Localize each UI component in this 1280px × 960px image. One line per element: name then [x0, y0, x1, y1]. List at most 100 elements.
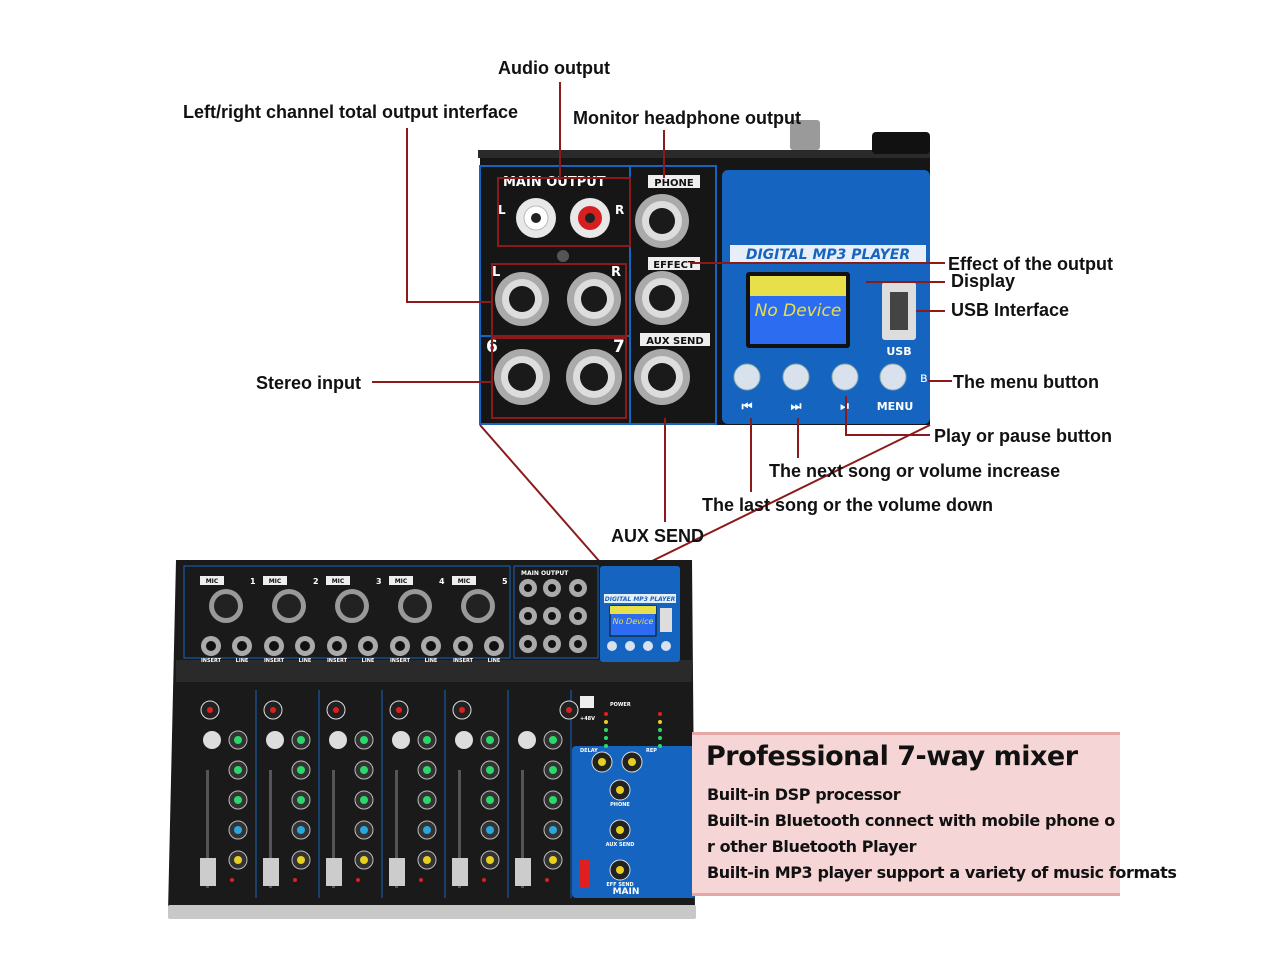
aux-send-panel-label: AUX SEND	[646, 336, 703, 347]
eq-knob-cap	[234, 826, 242, 834]
top-jack-icon	[790, 120, 820, 150]
callout-title: Professional 7-way mixer	[706, 741, 1078, 772]
eq-knob-cap	[549, 736, 557, 744]
xlr-jack-icon	[277, 594, 301, 618]
mp3-small-button[interactable]	[607, 641, 617, 651]
menu-button[interactable]	[879, 363, 907, 391]
output-jack-icon	[548, 640, 556, 648]
output-jack-icon	[548, 612, 556, 620]
level-led	[658, 728, 662, 732]
mixer-eff-send-label: EFF SEND	[606, 882, 633, 888]
feature-item: Built-in DSP processor	[707, 785, 901, 804]
output-jack-icon	[524, 612, 532, 620]
mixer-aux-send-label: AUX SEND	[606, 842, 635, 848]
eq-knob-cap	[360, 736, 368, 744]
rca-left-label: L	[498, 203, 506, 217]
line-label: LINE	[425, 658, 438, 664]
output-jack-icon	[574, 612, 582, 620]
mic-tag	[263, 576, 287, 585]
main-fader[interactable]	[580, 860, 590, 888]
xlr-jack-icon	[403, 594, 427, 618]
mic-tag	[389, 576, 413, 585]
peak-led	[545, 878, 549, 882]
xlr-jack-icon	[340, 594, 364, 618]
pan-knob[interactable]	[266, 731, 284, 749]
gain-knob-cap	[207, 707, 213, 713]
eq-knob-cap	[297, 826, 305, 834]
line-label: LINE	[299, 658, 312, 664]
channel-fader[interactable]	[200, 858, 216, 886]
output-jack-icon	[524, 640, 532, 648]
zoom-line-left	[479, 424, 601, 563]
line-jack-icon	[300, 641, 310, 651]
play-pause-button[interactable]	[831, 363, 859, 391]
play-pause-line	[845, 396, 930, 436]
peak-led	[230, 878, 234, 882]
insert-label: INSERT	[453, 658, 474, 664]
channel-fader[interactable]	[326, 858, 342, 886]
output-jack-icon	[524, 584, 532, 592]
insert-label: INSERT	[390, 658, 411, 664]
phantom-button[interactable]	[580, 696, 594, 708]
level-led	[604, 712, 608, 716]
mic-tag	[200, 576, 224, 585]
output-jack-icon	[574, 640, 582, 648]
output-jack-icon	[574, 584, 582, 592]
eq-knob-cap	[360, 796, 368, 804]
output-right-jack-icon	[567, 272, 621, 326]
pan-knob[interactable]	[518, 731, 536, 749]
pan-knob[interactable]	[455, 731, 473, 749]
eq-knob-cap	[549, 766, 557, 774]
aux-send-jack-icon	[634, 349, 690, 405]
stereo-input-box	[491, 337, 627, 419]
peak-led	[356, 878, 360, 882]
eq-knob-cap	[486, 856, 494, 864]
channel-fader[interactable]	[452, 858, 468, 886]
channel-fader[interactable]	[263, 858, 279, 886]
fader-track	[458, 770, 461, 888]
pan-knob[interactable]	[203, 731, 221, 749]
gain-knob-cap	[396, 707, 402, 713]
mixer-rep-label: REP	[646, 748, 657, 754]
eq-knob-cap	[486, 826, 494, 834]
zoom-line-right	[649, 424, 931, 563]
level-led	[658, 744, 662, 748]
insert-jack-icon	[458, 641, 468, 651]
bluetooth-icon: ʙ	[920, 371, 928, 386]
next-icon: ⏭	[791, 399, 802, 413]
output-jack-icon	[548, 584, 556, 592]
xlr-jack-icon	[214, 594, 238, 618]
label-monitor-headphone: Monitor headphone output	[573, 108, 801, 128]
power-label: POWER	[610, 702, 631, 708]
channel-fader[interactable]	[515, 858, 531, 886]
phone-jack-icon	[635, 194, 689, 248]
level-led	[604, 736, 608, 740]
mp3-small-button[interactable]	[625, 641, 635, 651]
pan-knob[interactable]	[329, 731, 347, 749]
channel-7-label: 7	[613, 337, 625, 357]
xlr-jack-icon	[466, 594, 490, 618]
feature-item: Built-in Bluetooth connect with mobile p…	[707, 811, 1115, 830]
previous-button[interactable]	[733, 363, 761, 391]
eq-knob-cap	[234, 856, 242, 864]
screw-icon	[557, 250, 569, 262]
pan-knob[interactable]	[392, 731, 410, 749]
eq-knob-cap	[549, 796, 557, 804]
next-button[interactable]	[782, 363, 810, 391]
rep-knob-cap	[628, 758, 636, 766]
feature-item: r other Bluetooth Player	[707, 837, 917, 856]
channel-fader[interactable]	[389, 858, 405, 886]
channel-number: 3	[376, 577, 382, 586]
insert-jack-icon	[395, 641, 405, 651]
line-jack-icon	[237, 641, 247, 651]
stereo-in-7-jack-icon	[566, 349, 622, 405]
insert-label: INSERT	[327, 658, 348, 664]
display-screen-text: No Device	[755, 301, 842, 321]
fader-track	[206, 770, 209, 888]
mic-label: MIC	[395, 578, 408, 585]
label-left-right-output: Left/right channel total output interfac…	[183, 102, 519, 122]
mp3-small-button[interactable]	[643, 641, 653, 651]
line-jack-icon	[489, 641, 499, 651]
mp3-small-button[interactable]	[661, 641, 671, 651]
